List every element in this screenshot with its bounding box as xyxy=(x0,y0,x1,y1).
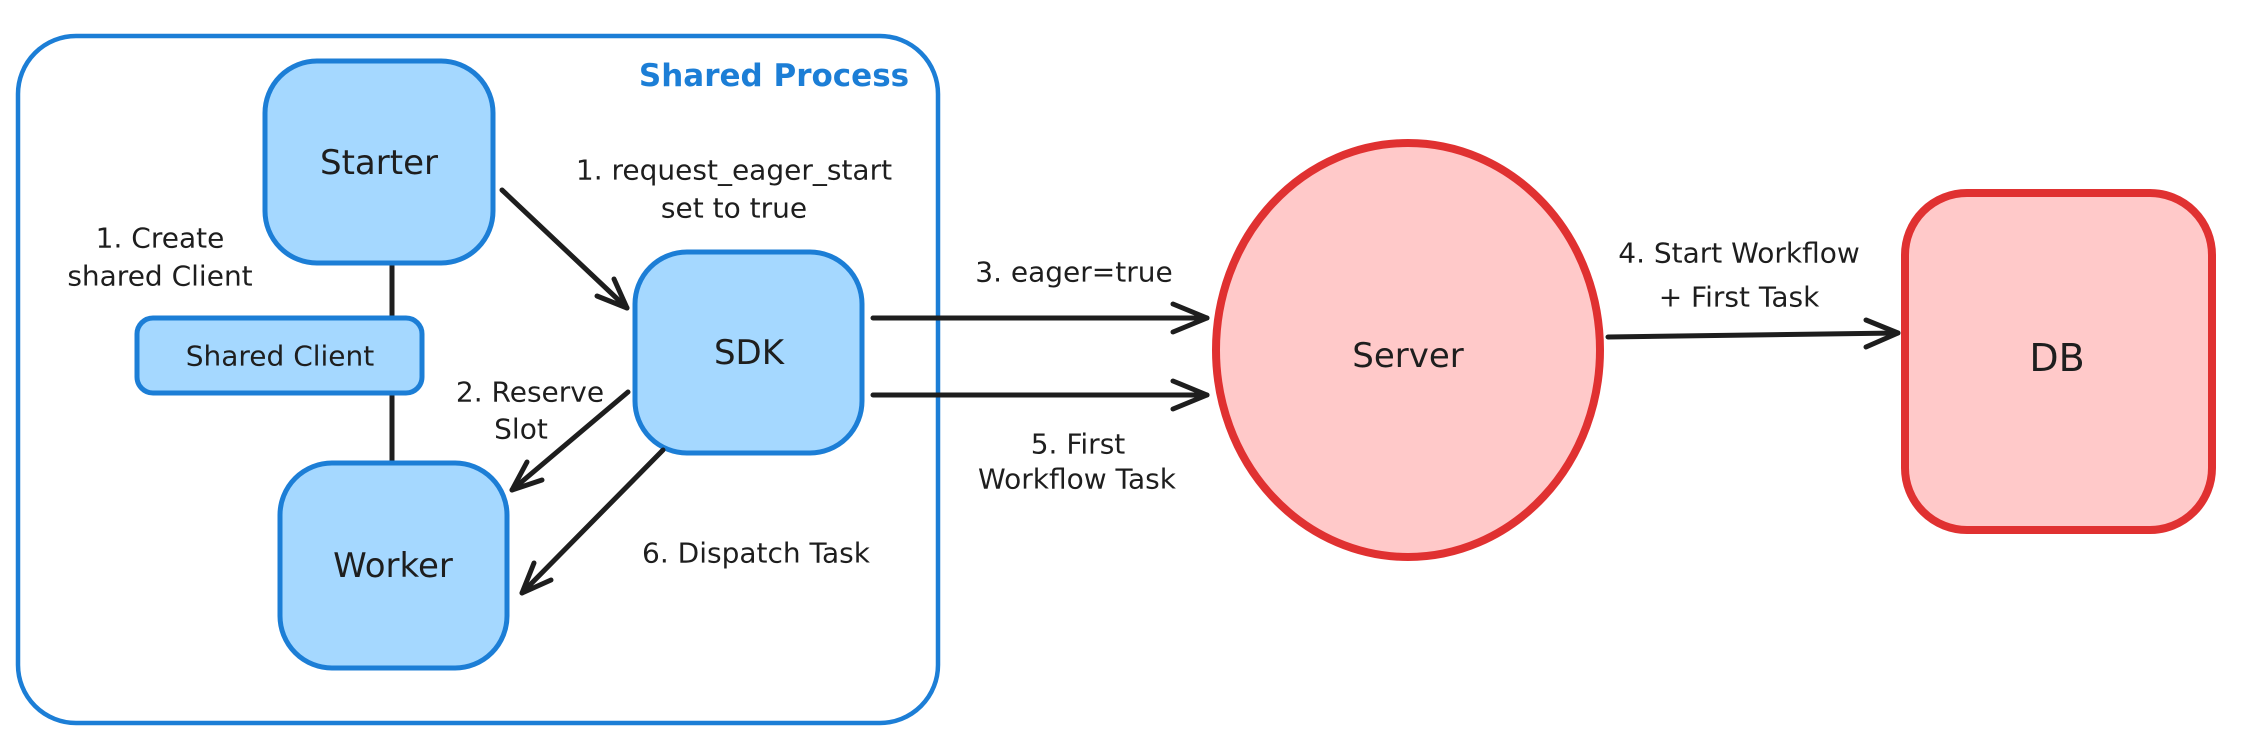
svg-text:+ First Task: + First Task xyxy=(1659,281,1820,314)
arrow-reserve-slot xyxy=(509,389,631,493)
starter-label: Starter xyxy=(320,143,438,183)
arrow-dispatch-task xyxy=(519,447,666,596)
svg-text:Slot: Slot xyxy=(494,413,548,446)
arrow-eager-true xyxy=(870,301,1210,335)
db-node: DB xyxy=(1901,189,2216,534)
sdk-node: SDK xyxy=(632,249,865,456)
svg-text:1. Create: 1. Create xyxy=(96,222,225,255)
svg-text:6. Dispatch Task: 6. Dispatch Task xyxy=(642,537,871,570)
svg-text:1. request_eager_start: 1. request_eager_start xyxy=(576,154,892,187)
svg-text:Workflow Task: Workflow Task xyxy=(978,463,1177,496)
arrow-start-workflow xyxy=(1605,317,1901,350)
arrow-first-workflow-task xyxy=(870,378,1210,412)
starter-node: Starter xyxy=(262,58,496,266)
svg-text:2. Reserve: 2. Reserve xyxy=(456,376,604,409)
shared-client-label: Shared Client xyxy=(186,340,375,373)
label-first-workflow-task: 5. First Workflow Task xyxy=(978,428,1177,496)
shared-process-label: Shared Process xyxy=(639,58,909,94)
svg-text:4. Start Workflow: 4. Start Workflow xyxy=(1618,237,1860,270)
label-start-workflow: 4. Start Workflow + First Task xyxy=(1618,237,1860,314)
worker-label: Worker xyxy=(333,546,453,586)
svg-text:5. First: 5. First xyxy=(1031,428,1126,461)
server-node: Server xyxy=(1212,139,1604,561)
label-create-shared-client: 1. Create shared Client xyxy=(67,222,252,293)
svg-text:shared Client: shared Client xyxy=(67,260,252,293)
shared-process-container xyxy=(15,33,941,726)
label-dispatch-task: 6. Dispatch Task xyxy=(642,537,871,570)
db-label: DB xyxy=(2029,336,2084,380)
label-eager-true: 3. eager=true xyxy=(975,256,1172,289)
label-reserve-slot: 2. Reserve Slot xyxy=(456,376,604,446)
worker-node: Worker xyxy=(277,460,510,671)
label-request-eager-start: 1. request_eager_start set to true xyxy=(576,154,892,225)
sdk-label: SDK xyxy=(714,333,786,373)
shared-client-node: Shared Client xyxy=(134,315,425,396)
server-label: Server xyxy=(1352,336,1464,376)
svg-text:set to true: set to true xyxy=(661,192,807,225)
svg-text:3. eager=true: 3. eager=true xyxy=(975,256,1172,289)
arrow-request-eager-start xyxy=(499,187,630,311)
